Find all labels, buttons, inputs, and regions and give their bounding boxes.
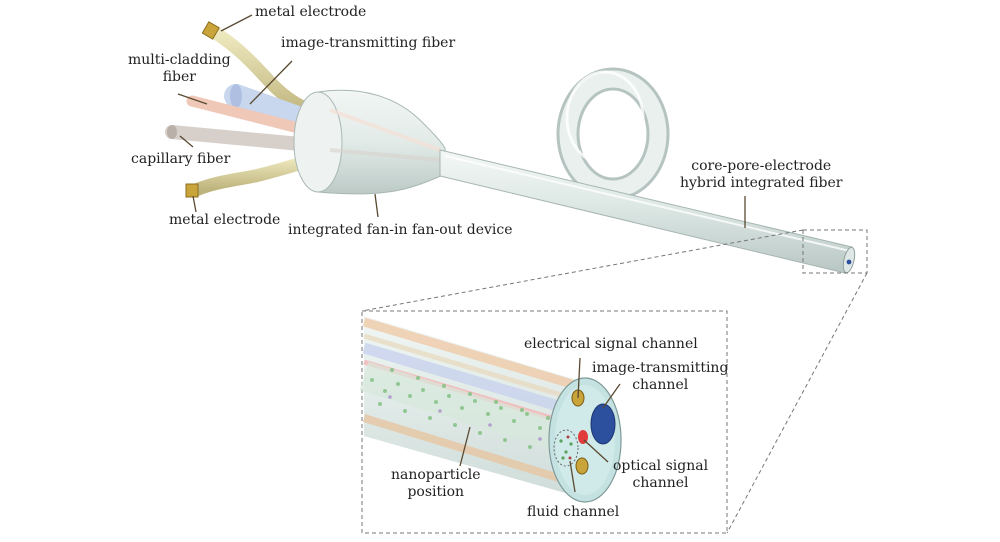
label-image-transmitting-fiber: image-transmitting fiber	[281, 35, 456, 51]
label-multi-cladding-fiber: multi-cladding fiber	[128, 52, 231, 85]
label-metal-electrode-top: metal electrode	[255, 4, 367, 20]
zoom-guide-right	[726, 272, 868, 534]
label-electrical-channel: electrical signal channel	[524, 336, 698, 352]
zoom-guide-left	[361, 229, 804, 312]
electrode-face-bottom	[575, 457, 589, 475]
label-image-channel: image-transmitting channel	[592, 360, 729, 393]
inset-enlarged-view	[359, 310, 728, 534]
fluid-channel-face	[553, 429, 579, 467]
label-hybrid-fiber: core-pore-electrode hybrid integrated fi…	[680, 158, 843, 191]
hybrid-integrated-fiber	[439, 149, 856, 274]
label-fluid-channel: fluid channel	[527, 504, 620, 520]
leader-lines	[177, 14, 746, 493]
zoom-marker	[802, 229, 868, 274]
label-nanoparticle-position: nanoparticle position	[391, 467, 481, 500]
image-channel-face	[590, 403, 616, 445]
fiber-loop	[556, 67, 670, 201]
fan-in-fan-out-device	[293, 89, 446, 195]
label-optical-channel: optical signal channel	[613, 458, 709, 491]
label-fan-device: integrated fan-in fan-out device	[288, 222, 513, 238]
label-capillary-fiber: capillary fiber	[131, 151, 231, 167]
label-metal-electrode-bottom: metal electrode	[169, 212, 281, 228]
